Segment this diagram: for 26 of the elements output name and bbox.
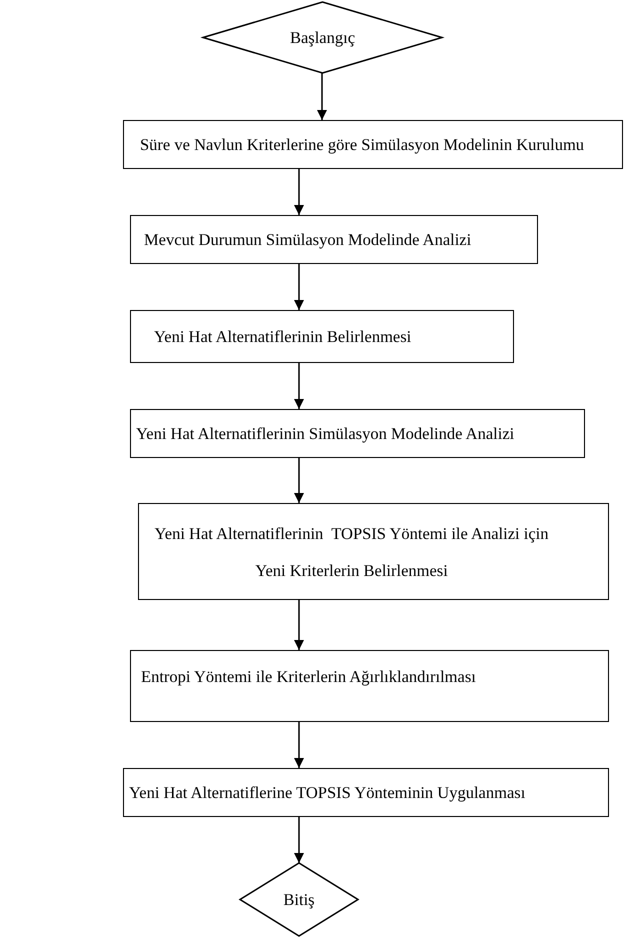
arrow [294,600,304,650]
arrow [317,73,327,120]
process-box [130,310,514,363]
arrow [294,458,304,503]
arrow [294,264,304,310]
step-text: Başlangıç [290,28,356,48]
process-box [130,215,538,264]
step-text: Süre ve Navlun Kriterlerine göre Simülasyon Modelinin Kurulumu [140,134,584,154]
arrow [294,169,304,215]
process-box [138,503,609,600]
step-text: Bitiş [283,890,315,910]
process-box [130,409,585,458]
arrow [294,722,304,768]
arrow [294,363,304,409]
terminal-diamond [240,863,358,936]
process-box [123,120,623,169]
process-box [130,650,609,722]
arrow [294,817,304,863]
step-text: Entropi Yöntemi ile Kriterlerin Ağırlıklandırılması [141,667,476,687]
step-text: Mevcut Durumun Simülasyon Modelinde Analizi [144,230,472,250]
step-text: Yeni Hat Alternatiflerinin TOPSIS Yöntemi ile Analizi için Yeni Kriterlerin Belirlenmesi [154,522,550,582]
step-text: Yeni Hat Alternatiflerinin Simülasyon Modelinde Analizi [136,424,514,444]
process-box [123,768,609,817]
step-text: Yeni Hat Alternatiflerine TOPSIS Yönteminin Uygulanması [129,782,526,802]
step-text: Yeni Hat Alternatiflerinin Belirlenmesi [154,326,412,346]
terminal-diamond [203,2,442,73]
